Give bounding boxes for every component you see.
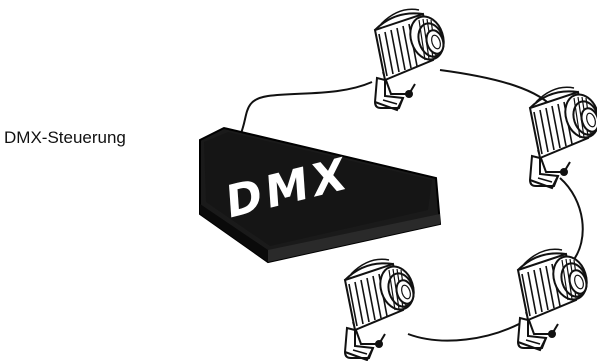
spotlight-3 [517,248,594,351]
dmx-controller: DMX [199,126,442,264]
cable-controller-to-spot1 [237,81,373,141]
controller-label: DMX-Steuerung [4,128,126,147]
spotlight-1 [374,8,451,111]
spotlight-4 [344,258,421,361]
spotlight-2 [529,86,597,189]
